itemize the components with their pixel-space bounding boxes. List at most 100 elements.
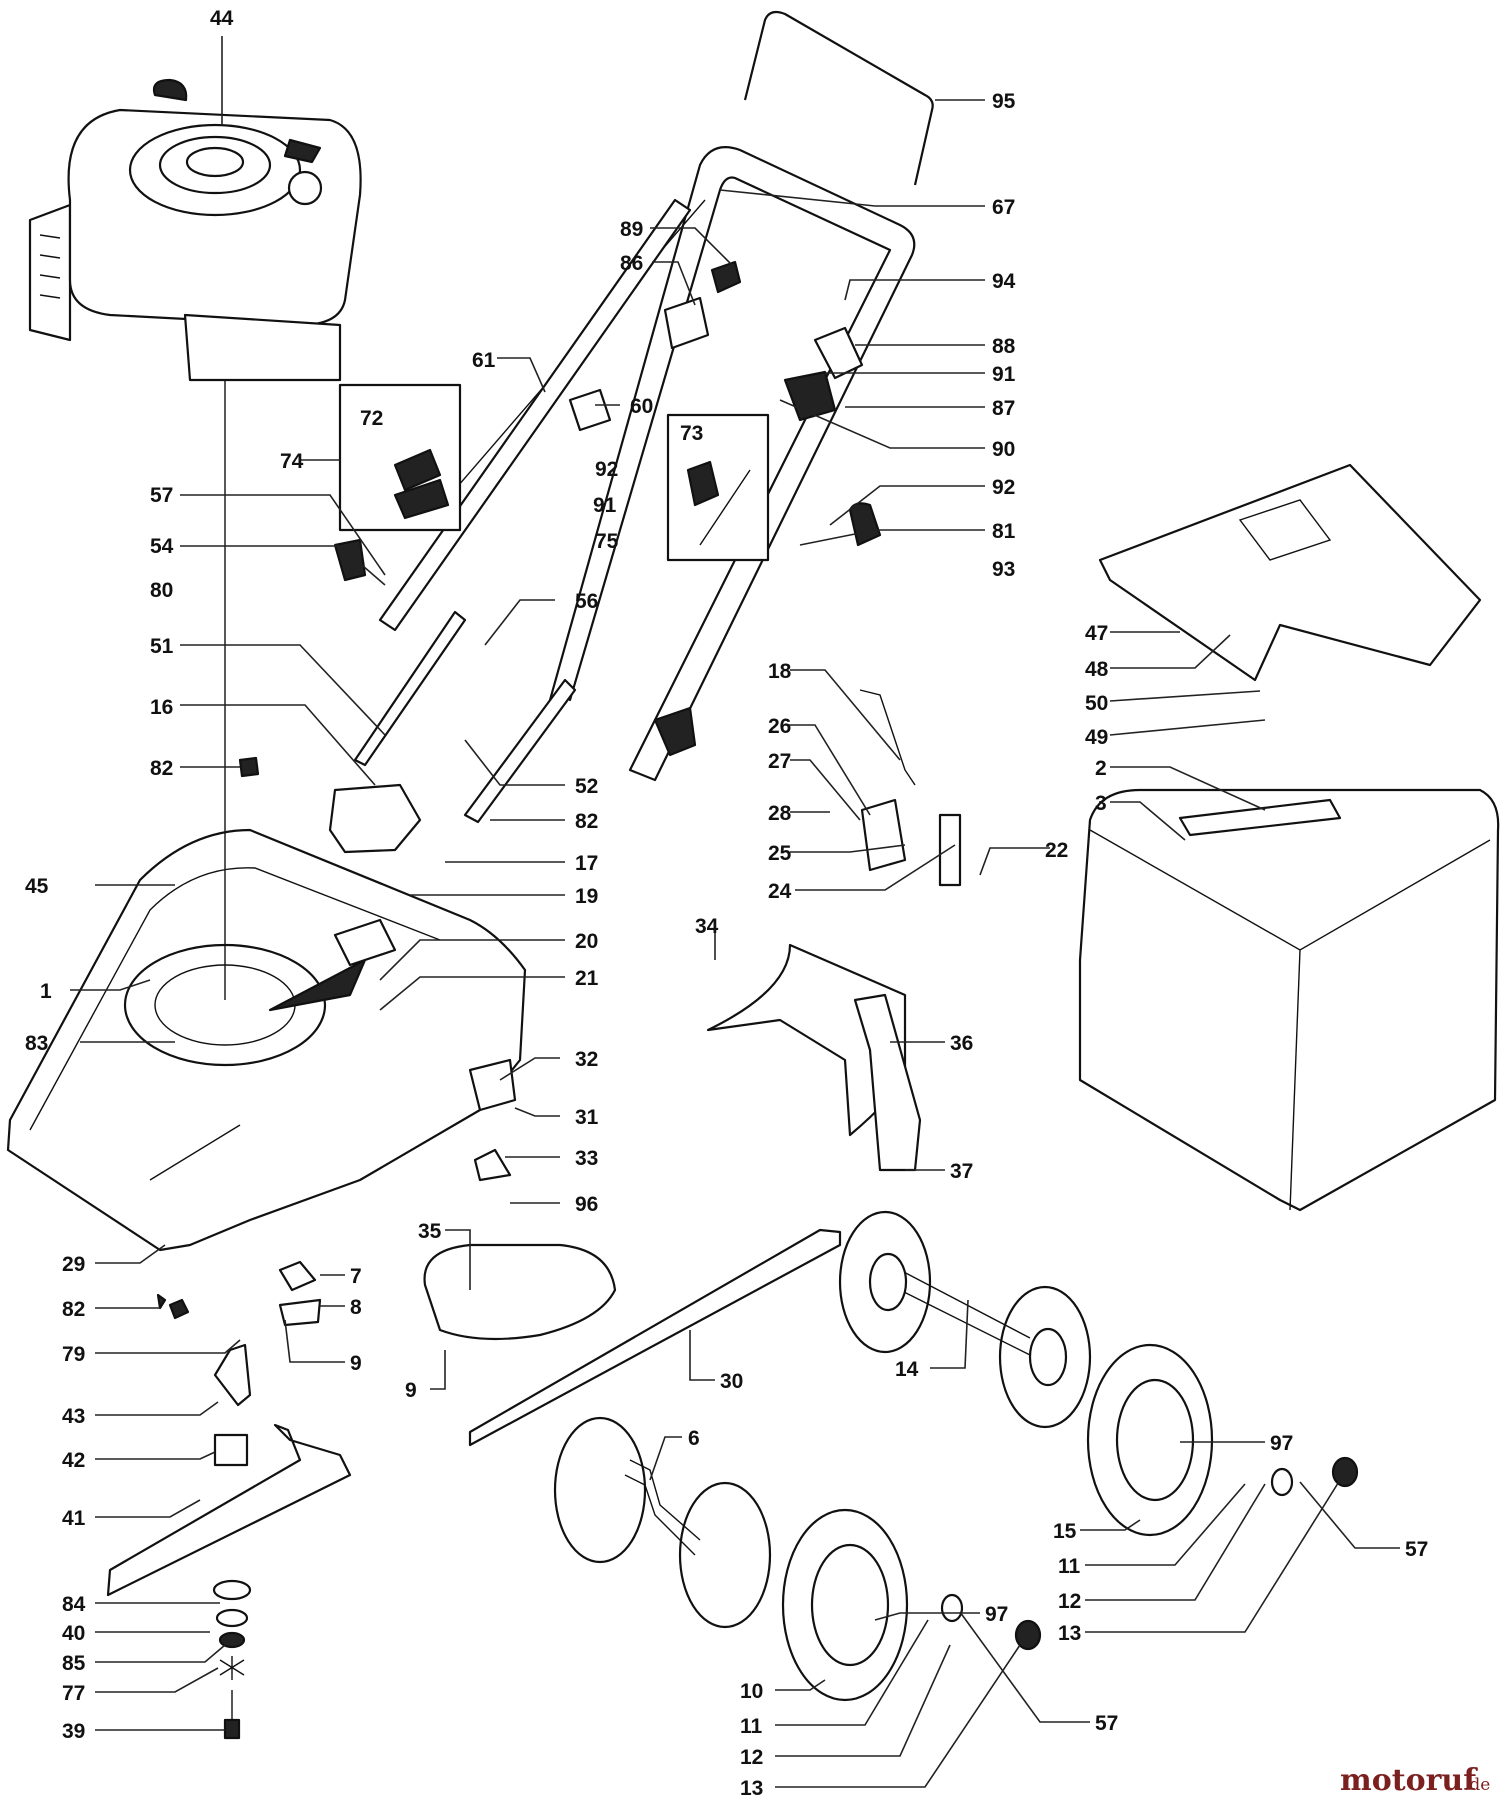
part-label-33: 33 [575, 1147, 598, 1170]
part-label-19: 19 [575, 885, 598, 908]
part-label-94: 94 [992, 270, 1016, 293]
leader-lines [70, 36, 1400, 1788]
part-label-15: 15 [1053, 1520, 1077, 1543]
part-label-79: 79 [62, 1343, 85, 1366]
part-label-8: 8 [350, 1296, 362, 1319]
mower-deck-part [6, 783, 527, 1252]
part-label-39: 39 [62, 1720, 85, 1743]
part-label-72: 72 [360, 407, 383, 430]
part-label-16: 16 [150, 696, 173, 719]
blade-assembly-parts [106, 380, 352, 1740]
part-label-25: 25 [768, 842, 792, 865]
engine-part [28, 78, 362, 382]
lower-handle-tubes [333, 538, 697, 824]
part-label-34: 34 [695, 915, 719, 938]
rear-flap-part [706, 943, 922, 1172]
deck-plate-part [423, 1243, 617, 1341]
part-label-92: 92 [595, 458, 618, 481]
watermark-suffix: .de [1464, 1775, 1490, 1795]
part-label-35: 35 [418, 1220, 442, 1243]
part-label-67: 67 [992, 196, 1015, 219]
part-label-44: 44 [210, 7, 234, 30]
watermark-brand: motoruf [1340, 1763, 1478, 1798]
part-label-32: 32 [575, 1048, 598, 1071]
part-label-13: 13 [1058, 1622, 1081, 1645]
part-label-11: 11 [740, 1715, 763, 1738]
part-label-50: 50 [1085, 692, 1108, 715]
part-label-41: 41 [62, 1507, 86, 1530]
handle-clamps [568, 260, 882, 547]
part-label-31: 31 [575, 1106, 599, 1129]
part-label-18: 18 [768, 660, 792, 683]
part-label-57: 57 [1095, 1712, 1118, 1735]
part-label-45: 45 [25, 875, 49, 898]
part-label-26: 26 [768, 715, 791, 738]
part-label-40: 40 [62, 1622, 85, 1645]
part-label-61: 61 [472, 349, 496, 372]
part-label-91: 91 [992, 363, 1016, 386]
part-label-1: 1 [40, 980, 52, 1003]
part-label-83: 83 [25, 1032, 48, 1055]
part-label-85: 85 [62, 1652, 86, 1675]
part-label-24: 24 [768, 880, 792, 903]
part-label-37: 37 [950, 1160, 973, 1183]
part-label-84: 84 [62, 1593, 86, 1616]
part-label-17: 17 [575, 852, 598, 875]
part-label-81: 81 [992, 520, 1016, 543]
part-label-30: 30 [720, 1370, 743, 1393]
part-label-43: 43 [62, 1405, 85, 1428]
part-label-47: 47 [1085, 622, 1108, 645]
part-label-92: 92 [992, 476, 1015, 499]
part-label-97: 97 [1270, 1432, 1293, 1455]
part-label-97: 97 [985, 1603, 1008, 1626]
grass-catcher-part [1078, 788, 1500, 1212]
upper-handle-bar-part [743, 10, 934, 186]
part-label-75: 75 [595, 530, 619, 553]
part-label-57: 57 [150, 484, 173, 507]
part-label-9: 9 [350, 1352, 362, 1375]
part-label-74: 74 [280, 450, 304, 473]
part-label-29: 29 [62, 1253, 85, 1276]
part-label-82: 82 [150, 757, 173, 780]
wheels-parts [781, 1343, 1359, 1702]
part-label-54: 54 [150, 535, 174, 558]
switch-box-parts [338, 383, 770, 562]
part-number-labels: 44 95 67 89 86 94 88 61 60 91 87 72 73 9… [25, 7, 1428, 1800]
part-label-82: 82 [62, 1298, 85, 1321]
part-label-56: 56 [575, 590, 598, 613]
front-axle-part [553, 1416, 772, 1629]
part-label-3: 3 [1095, 792, 1107, 815]
part-label-14: 14 [895, 1358, 919, 1381]
part-label-7: 7 [350, 1265, 362, 1288]
part-label-49: 49 [1085, 726, 1108, 749]
part-label-87: 87 [992, 397, 1015, 420]
part-label-73: 73 [680, 422, 703, 445]
part-label-80: 80 [150, 579, 173, 602]
part-label-96: 96 [575, 1193, 598, 1216]
part-label-9: 9 [405, 1379, 417, 1402]
part-label-42: 42 [62, 1449, 85, 1472]
part-label-20: 20 [575, 930, 598, 953]
part-label-52: 52 [575, 775, 598, 798]
part-label-60: 60 [630, 395, 653, 418]
part-label-88: 88 [992, 335, 1016, 358]
part-label-6: 6 [688, 1427, 700, 1450]
part-label-21: 21 [575, 967, 599, 990]
part-label-91: 91 [593, 494, 617, 517]
part-label-82: 82 [575, 810, 598, 833]
part-label-12: 12 [1058, 1590, 1081, 1613]
part-label-28: 28 [768, 802, 792, 825]
part-label-86: 86 [620, 252, 643, 275]
part-label-90: 90 [992, 438, 1015, 461]
part-label-2: 2 [1095, 757, 1107, 780]
small-hardware-parts [156, 689, 962, 1327]
part-label-13: 13 [740, 1777, 763, 1800]
part-label-11: 11 [1058, 1555, 1081, 1578]
part-label-95: 95 [992, 90, 1016, 113]
part-label-10: 10 [740, 1680, 763, 1703]
axles-parts [468, 1210, 1092, 1447]
part-label-57: 57 [1405, 1538, 1428, 1561]
part-label-51: 51 [150, 635, 174, 658]
part-label-12: 12 [740, 1746, 763, 1769]
